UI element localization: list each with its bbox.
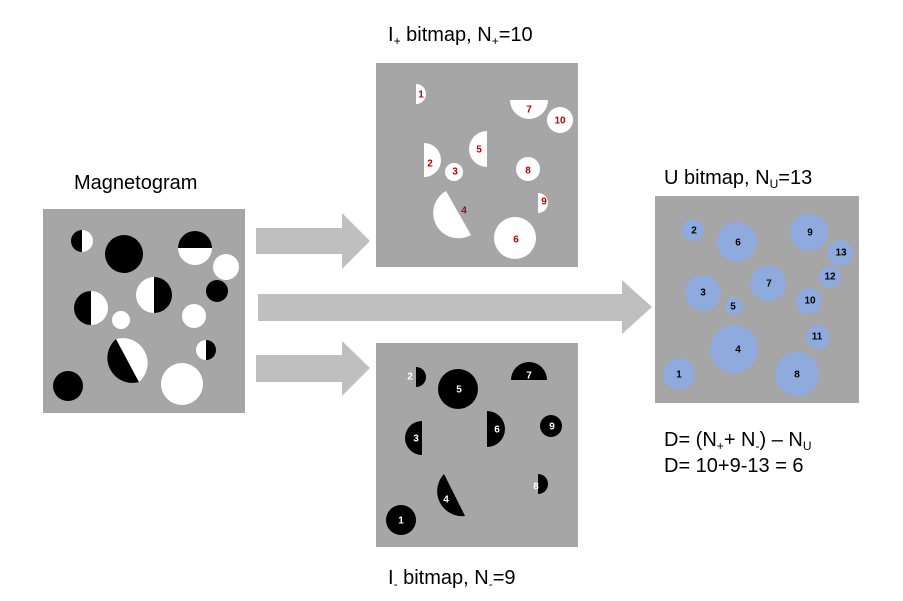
arrow-to-iplus (256, 213, 370, 269)
plus-label: 10 (554, 116, 566, 127)
minus-label: 4 (443, 495, 449, 506)
positive-spots (416, 84, 573, 259)
minus-label: 7 (526, 371, 532, 382)
magnetogram-panel (43, 209, 245, 413)
minus-label: 5 (456, 385, 462, 396)
iminus-bitmap-title: I- bitmap, N-=9 (388, 567, 516, 591)
union-label: 1 (676, 370, 682, 381)
union-label: 6 (735, 238, 741, 249)
magnetogram-title: Magnetogram (74, 172, 198, 194)
union-label: 3 (700, 288, 706, 299)
minus-label: 1 (398, 516, 404, 527)
plus-label: 7 (526, 105, 532, 116)
minus-label: 9 (549, 422, 555, 433)
plus-label: 8 (525, 166, 531, 177)
plus-label: 5 (476, 145, 482, 156)
magnetogram-spots (53, 230, 239, 405)
union-spots (663, 213, 853, 396)
plus-label: 4 (461, 206, 467, 217)
minus-label: 6 (494, 425, 500, 436)
negative-spots (386, 362, 562, 535)
u-bitmap-title: U bitmap, NU=13 (664, 167, 813, 191)
union-label: 2 (691, 226, 697, 237)
union-label: 4 (735, 345, 741, 356)
iminus-bitmap-panel: 1 2 3 4 5 6 7 8 9 (376, 343, 578, 547)
union-label: 10 (804, 296, 816, 307)
plus-label: 1 (418, 90, 424, 101)
negative-spot-labels: 1 2 3 4 5 6 7 8 9 (398, 371, 555, 527)
arrow-to-iminus (256, 341, 370, 396)
minus-label: 3 (413, 434, 419, 445)
plus-label: 2 (427, 159, 433, 170)
iplus-bitmap-panel: 1 2 3 4 5 6 7 8 9 10 (376, 63, 578, 267)
equation-line-2: D= 10+9-13 = 6 (664, 455, 804, 477)
union-label: 8 (794, 370, 800, 381)
union-label: 11 (812, 332, 823, 343)
plus-label: 3 (452, 167, 458, 178)
plus-label: 6 (513, 235, 519, 246)
union-spot-labels: 1 2 3 4 5 6 7 8 9 10 11 12 13 (676, 226, 847, 381)
union-label: 9 (807, 228, 813, 239)
iplus-bitmap-title: I+ bitmap, N+=10 (388, 24, 533, 48)
union-bitmap-panel: 1 2 3 4 5 6 7 8 9 10 11 12 13 (655, 196, 859, 403)
union-label: 5 (730, 302, 736, 313)
minus-label: 8 (533, 482, 539, 493)
union-label: 13 (835, 248, 847, 259)
minus-label: 2 (407, 372, 413, 383)
equation-line-1: D= (N++ N-) – NU (664, 429, 812, 453)
plus-label: 9 (541, 197, 547, 208)
arrow-to-union (258, 280, 652, 334)
union-label: 12 (824, 272, 836, 283)
union-label: 7 (766, 279, 772, 290)
positive-spot-labels: 1 2 3 4 5 6 7 8 9 10 (418, 90, 566, 246)
